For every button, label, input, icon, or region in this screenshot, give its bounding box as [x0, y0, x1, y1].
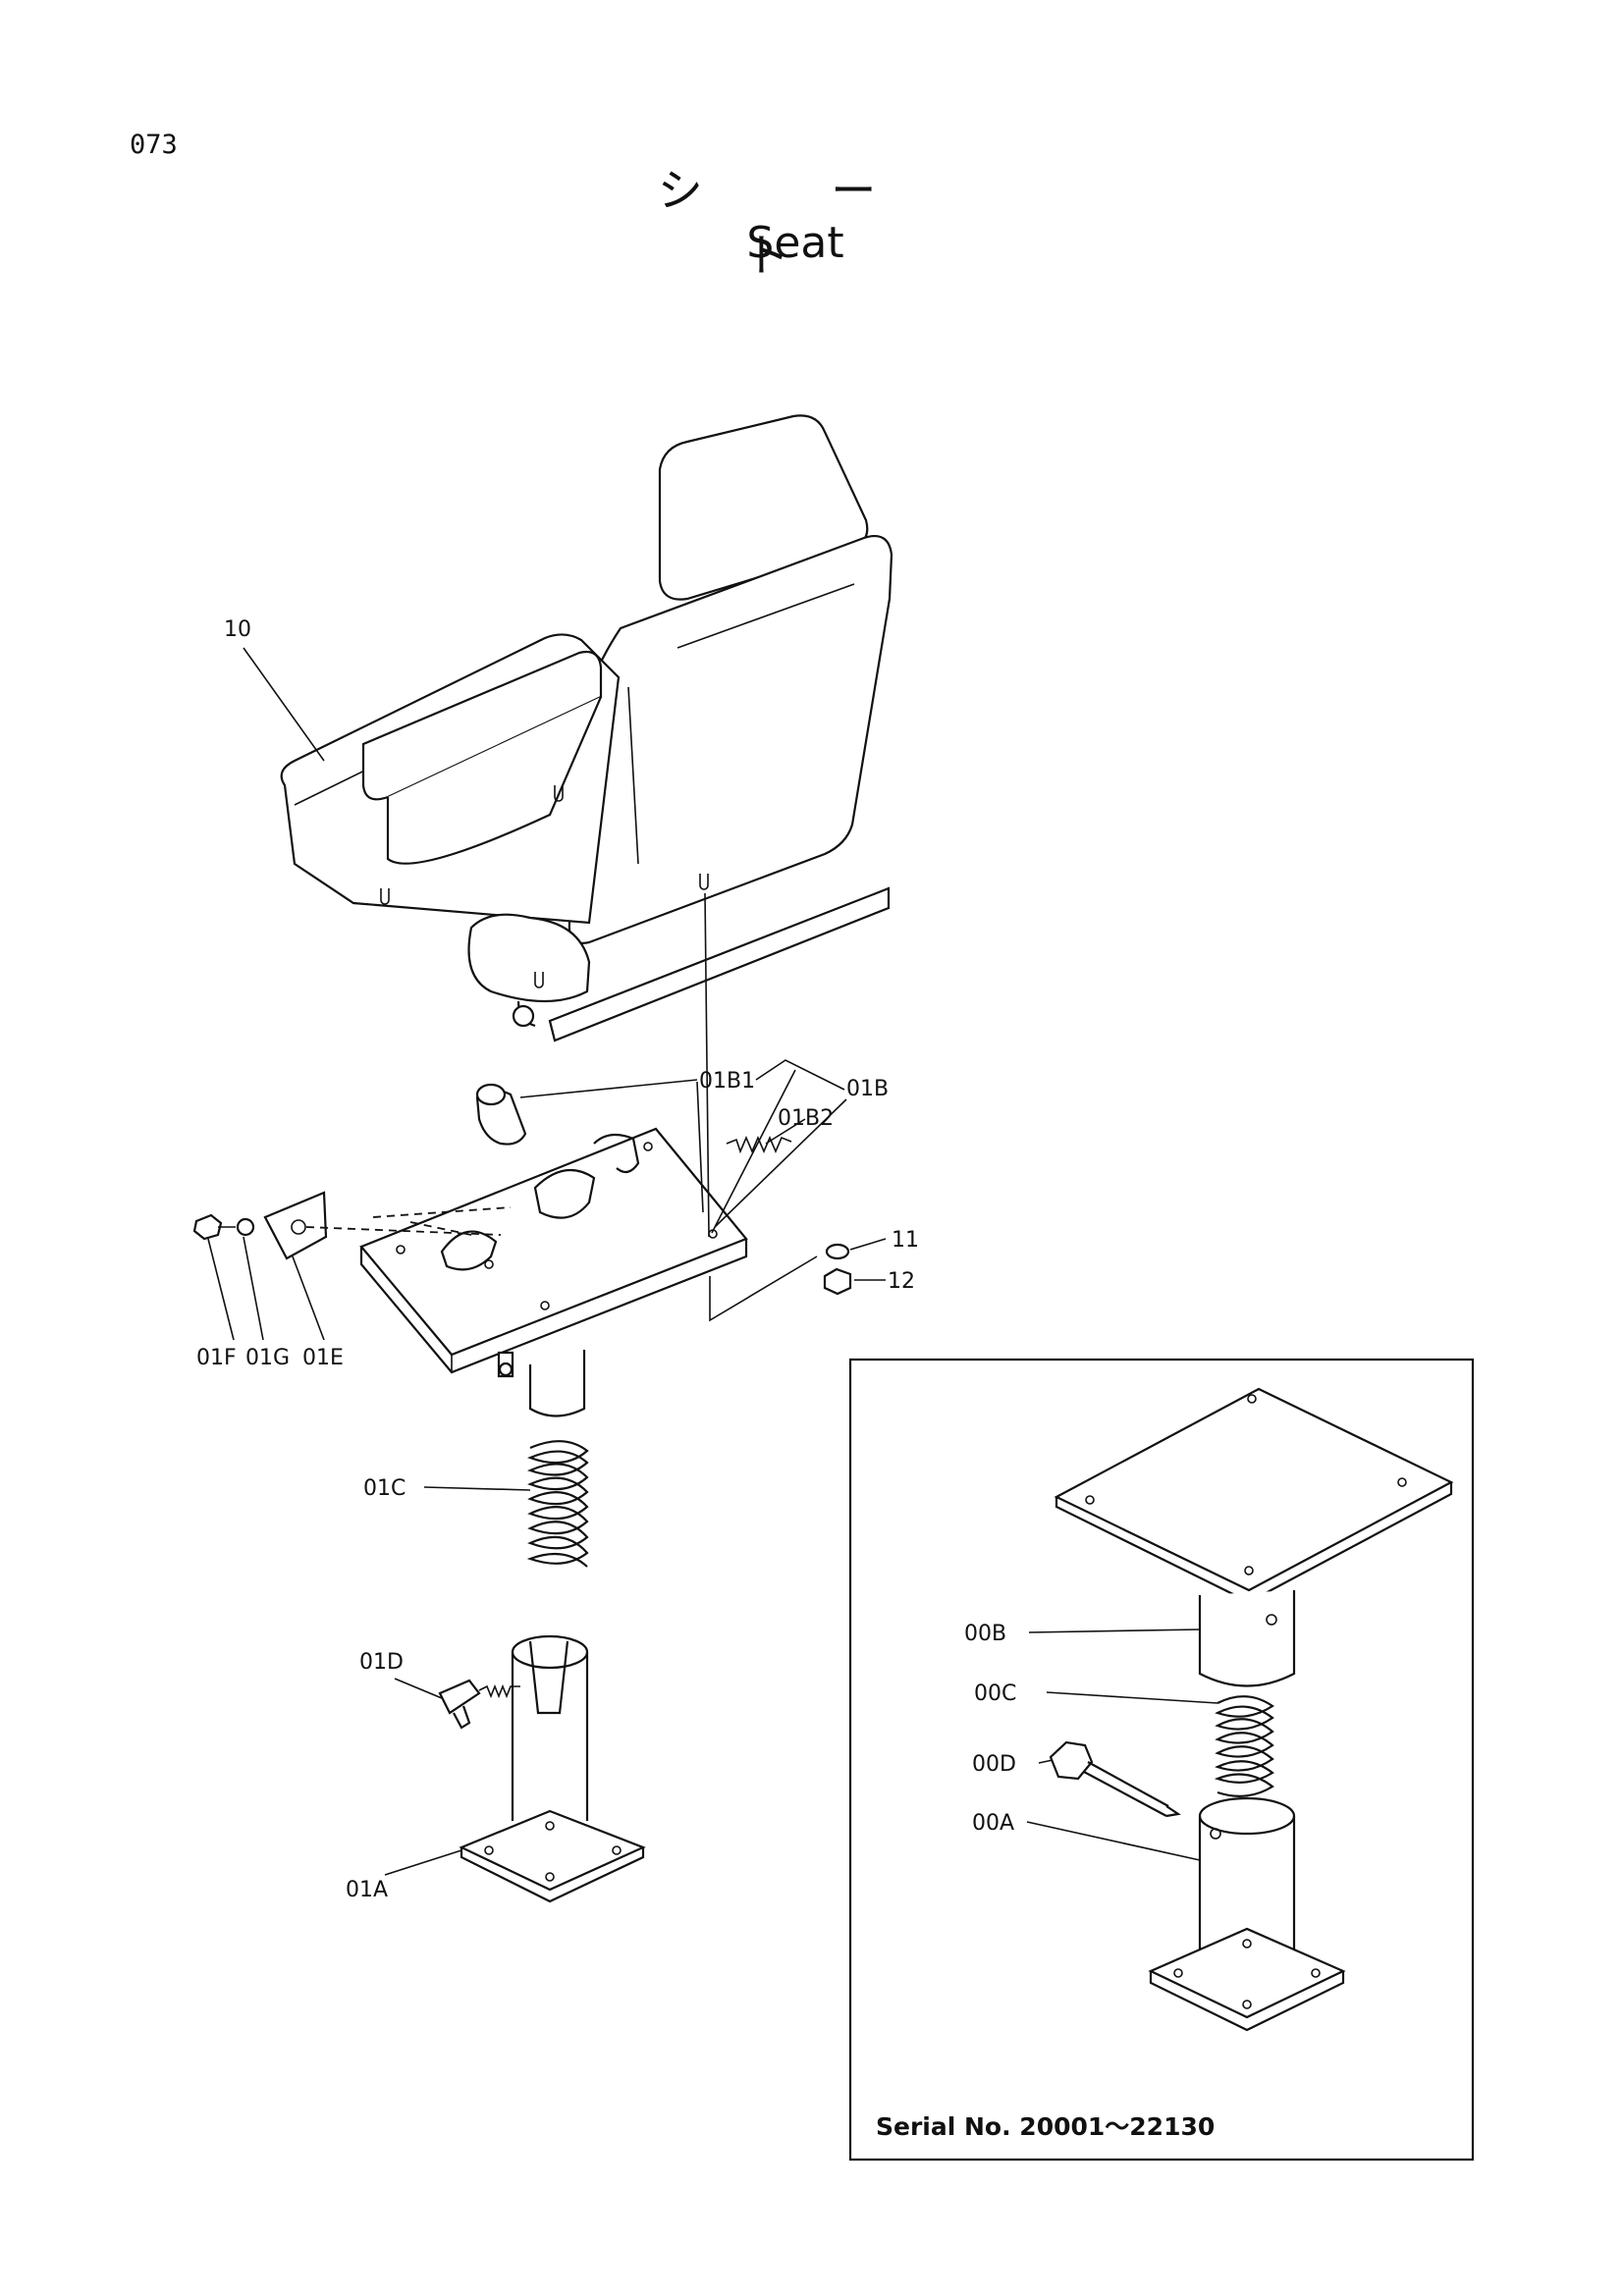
lever-knob [475, 1083, 527, 1146]
seat-mount-plate [359, 1127, 748, 1417]
nut [823, 1267, 852, 1296]
bracket-assembly [192, 1191, 328, 1260]
callout-01B2: 01B2 [778, 1106, 834, 1131]
clamp-lever [438, 1679, 520, 1730]
callout-01A: 01A [346, 1878, 388, 1902]
seat-post [459, 1634, 646, 1903]
leader-lines [207, 647, 887, 1876]
callout-10: 10 [224, 617, 251, 642]
callout-11: 11 [892, 1228, 919, 1253]
serial-inset [848, 1358, 1475, 2162]
callout-01D: 01D [359, 1650, 404, 1675]
callout-01B: 01B [846, 1077, 889, 1101]
coil-spring [526, 1440, 589, 1568]
callout-00A: 00A [972, 1811, 1014, 1836]
callout-01B1: 01B1 [699, 1069, 755, 1094]
page-title-english: Seat [746, 218, 844, 268]
callout-00C: 00C [974, 1682, 1016, 1706]
tension-spring [726, 1135, 792, 1154]
callout-01C: 01C [363, 1476, 406, 1501]
callout-00B: 00B [964, 1622, 1006, 1646]
callout-12: 12 [888, 1269, 915, 1294]
seat-assembly [280, 414, 893, 1042]
callout-01F: 01F [196, 1346, 237, 1370]
page-title-japanese: シ ー ト [657, 164, 934, 282]
serial-number-label: Serial No. 20001～22130 [876, 2112, 1215, 2141]
callout-01E: 01E [302, 1346, 344, 1370]
washer [825, 1243, 850, 1260]
page-number: 073 [130, 130, 178, 160]
callout-00D: 00D [972, 1752, 1016, 1777]
callout-01G: 01G [245, 1346, 290, 1370]
